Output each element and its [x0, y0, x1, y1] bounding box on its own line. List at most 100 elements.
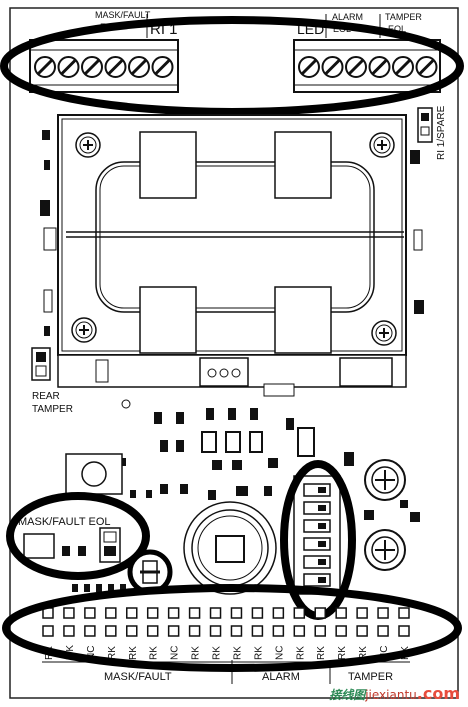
terminal-pin-top [335, 607, 347, 619]
terminal-pin-top [146, 607, 159, 619]
group-alarm: ALARM [262, 671, 300, 683]
potentiometer-top [364, 459, 406, 501]
dip-lever [318, 541, 326, 547]
pin-label: RK [358, 646, 369, 660]
screw-slot [36, 58, 54, 76]
terminal-pin-bottom [272, 625, 285, 637]
tamper-label: TAMPER [32, 404, 73, 415]
dip-slot [303, 573, 331, 587]
module-bottom-connector [57, 354, 407, 397]
screw-slot [371, 58, 388, 76]
dip-lever [318, 577, 326, 583]
pin-label: RK [316, 646, 327, 660]
group-mask-fault: MASK/FAULT [104, 671, 172, 683]
terminal-pin-top [314, 607, 326, 619]
terminal-pin-top [63, 607, 75, 619]
mount-hole [121, 399, 131, 409]
pin-label: NC [379, 646, 390, 660]
dip-lever [318, 523, 326, 529]
tamper-label-top: TAMPER [385, 12, 422, 22]
left-edge-components [40, 130, 424, 336]
terminal-pin-top [126, 607, 138, 619]
watermark: 接线图jiexiantu.com [329, 684, 460, 703]
eol-resistor-pad [23, 533, 55, 559]
terminal-pin-bottom [146, 625, 159, 637]
terminal-pin-bottom [398, 625, 410, 637]
terminal-pin-bottom [209, 625, 222, 637]
terminal-pin-bottom [356, 625, 368, 637]
jumper-pin [103, 531, 117, 543]
top-left-terminal-block [29, 39, 179, 93]
dip-lever [318, 487, 326, 493]
jumper-pin [104, 546, 116, 556]
terminal-pin-bottom [42, 625, 54, 637]
pir-sensor [183, 501, 277, 595]
middle-components [65, 408, 354, 500]
smd-component [410, 512, 420, 522]
screw-slot [60, 58, 77, 76]
alarm-label-top: ALARM [332, 12, 363, 22]
pin-label: RK [191, 646, 202, 660]
sensor-module [57, 114, 407, 356]
screw-slot [130, 58, 148, 76]
pin-label: NC [274, 646, 285, 660]
terminal-pin-bottom [63, 625, 75, 637]
screw-slot [83, 58, 101, 76]
top-right-terminal-block [293, 39, 441, 93]
pin-label: RK [107, 646, 118, 660]
dip-slot [303, 537, 331, 551]
terminal-pin-top [251, 607, 264, 619]
watermark-site: jiexiantu [365, 688, 417, 702]
screw-slot [394, 58, 412, 76]
dip-lever [318, 505, 326, 511]
pin-label: RK [128, 646, 139, 660]
watermark-cn: 接线图 [329, 688, 366, 702]
dip-lever [318, 559, 326, 565]
terminal-pin-bottom [188, 625, 201, 637]
pin-label: RK [212, 646, 223, 660]
smd-component [78, 546, 86, 556]
dip-slot [303, 555, 331, 569]
pin-label: RK [232, 646, 243, 660]
smd-component [364, 510, 374, 520]
terminal-pin-top [398, 607, 410, 619]
highlight-ellipse-top [0, 16, 464, 116]
terminal-pin-top [272, 607, 285, 619]
terminal-pin-top [377, 607, 389, 619]
terminal-pin-top [105, 607, 117, 619]
screw-slot [347, 58, 365, 76]
terminal-pin-top [356, 607, 368, 619]
highlight-ellipse-eol [6, 492, 150, 580]
jumper-pin [420, 126, 430, 136]
terminal-pin-top [209, 607, 222, 619]
dip-slot [303, 483, 331, 497]
terminal-pin-bottom [335, 625, 347, 637]
tamper-pin [36, 352, 46, 362]
screw-slot [107, 58, 124, 76]
terminal-pin-top [293, 607, 306, 619]
bottom-smd-row [72, 584, 126, 592]
ri1-spare-label: RI 1/SPARE [436, 105, 447, 160]
pin-label: NC [86, 646, 97, 660]
pin-label: RK [149, 646, 160, 660]
smd-component [400, 500, 408, 508]
pin-label: NC [170, 646, 181, 660]
dip-slot [303, 519, 331, 533]
mask-fault-eol-label: MASK/FAULT EOL [18, 516, 111, 528]
dip-slot [303, 501, 331, 515]
mask-fault-label: MASK/FAULT [95, 10, 151, 20]
terminal-pin-top [167, 607, 180, 619]
screw-slot [418, 58, 435, 76]
pin-label: RK [253, 646, 264, 660]
dip-switch [293, 475, 341, 595]
terminal-pin-bottom [251, 625, 264, 637]
jumper-pin [421, 113, 429, 121]
terminal-pin-top [84, 607, 96, 619]
screw-slot [300, 58, 318, 76]
terminal-pin-bottom [167, 625, 180, 637]
terminal-pin-bottom [230, 625, 243, 637]
watermark-domain: .com [416, 684, 460, 703]
smd-component [62, 546, 70, 556]
terminal-pin-bottom [105, 625, 117, 637]
